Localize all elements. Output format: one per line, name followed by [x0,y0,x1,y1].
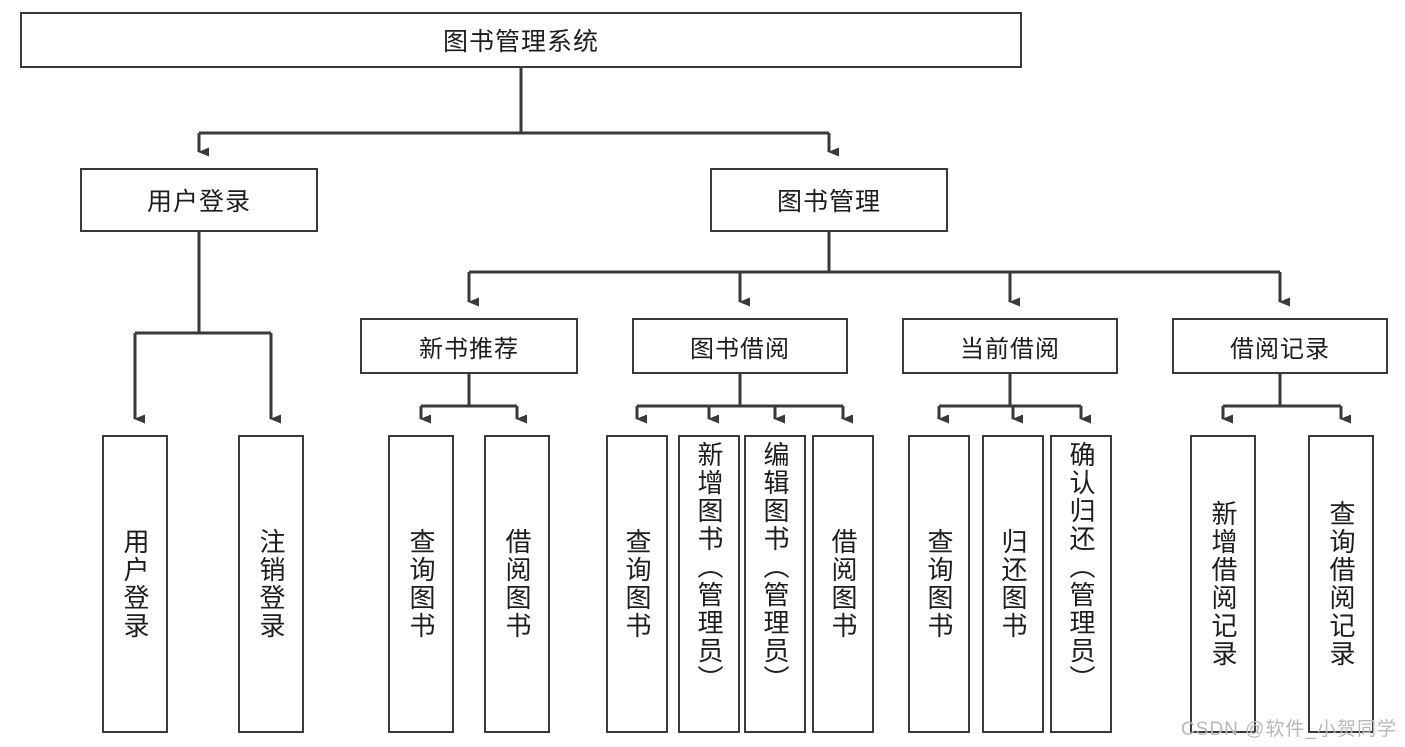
node-leaf-bb-query[interactable]: 查询图书 [606,435,668,733]
leaf-user-logout-label: 注销登录 [256,528,287,640]
node-leaf-cb-query[interactable]: 查询图书 [908,435,970,733]
leaf-cb-query-label: 查询图书 [924,528,955,640]
node-book-manage[interactable]: 图书管理 [710,168,948,232]
leaf-cb-confirm-label: 确认归还（管理员） [1066,441,1097,693]
node-new-book-rec[interactable]: 新书推荐 [360,318,578,374]
csdn-watermark: CSDN @软件_小贺同学 [1181,719,1397,740]
node-borrow-record[interactable]: 借阅记录 [1172,318,1388,374]
node-leaf-bb-add[interactable]: 新增图书（管理员） [678,435,740,733]
node-leaf-bb-edit[interactable]: 编辑图书（管理员） [744,435,806,733]
leaf-br-query-label: 查询借阅记录 [1326,500,1357,668]
node-book-borrow[interactable]: 图书借阅 [632,318,848,374]
node-user-login-label: 用户登录 [146,188,251,216]
node-book-manage-label: 图书管理 [776,188,881,216]
node-leaf-br-add[interactable]: 新增借阅记录 [1190,435,1256,733]
node-user-login[interactable]: 用户登录 [80,168,318,232]
node-leaf-user-logout[interactable]: 注销登录 [238,435,304,733]
node-leaf-bb-borrow[interactable]: 借阅图书 [812,435,874,733]
node-leaf-cb-confirm[interactable]: 确认归还（管理员） [1050,435,1112,733]
node-leaf-br-query[interactable]: 查询借阅记录 [1308,435,1374,733]
leaf-user-login-label: 用户登录 [120,528,151,640]
leaf-cb-return-label: 归还图书 [998,528,1029,640]
leaf-bb-query-label: 查询图书 [622,528,653,640]
leaf-bb-edit-label: 编辑图书（管理员） [760,441,791,693]
node-book-borrow-label: 图书借阅 [690,335,790,363]
node-root[interactable]: 图书管理系统 [20,12,1022,68]
leaf-rec-borrow-label: 借阅图书 [502,528,533,640]
leaf-bb-add-label: 新增图书（管理员） [694,441,725,693]
node-leaf-rec-query[interactable]: 查询图书 [388,435,454,733]
node-borrow-record-label: 借阅记录 [1230,335,1330,363]
leaf-bb-borrow-label: 借阅图书 [828,528,859,640]
node-leaf-rec-borrow[interactable]: 借阅图书 [484,435,550,733]
node-leaf-user-login[interactable]: 用户登录 [102,435,168,733]
leaf-br-add-label: 新增借阅记录 [1208,500,1239,668]
leaf-rec-query-label: 查询图书 [406,528,437,640]
node-root-label: 图书管理系统 [442,28,599,56]
node-new-book-rec-label: 新书推荐 [419,335,519,363]
node-current-borrow-label: 当前借阅 [960,335,1060,363]
node-leaf-cb-return[interactable]: 归还图书 [982,435,1044,733]
node-current-borrow[interactable]: 当前借阅 [902,318,1118,374]
